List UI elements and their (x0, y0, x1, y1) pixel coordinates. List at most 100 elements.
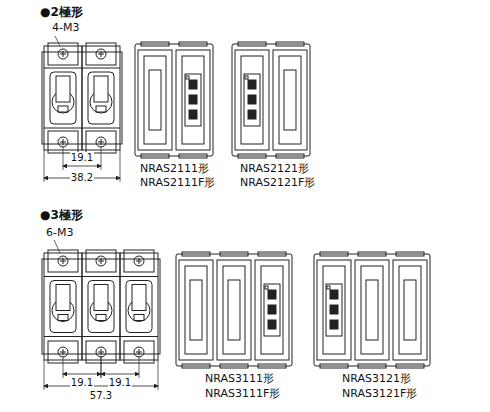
pole-face (355, 260, 389, 360)
drawing-stroke (44, 128, 82, 129)
extension-line (44, 360, 45, 390)
indicator (245, 76, 248, 79)
window-slot (149, 70, 161, 130)
pole-frame (241, 56, 263, 144)
terminal-screw (96, 256, 106, 266)
extension-line (101, 356, 102, 378)
pole-body (44, 46, 82, 150)
pole-body (82, 46, 120, 150)
extension-line (44, 150, 45, 182)
panel-outline (314, 254, 430, 366)
handle-base (126, 281, 152, 333)
extension-line (101, 356, 102, 378)
mount-tab (258, 252, 286, 256)
pole-frame (223, 266, 245, 354)
dimension-line (63, 374, 101, 375)
mount-tab (276, 154, 304, 158)
pole-face (217, 260, 251, 360)
leader-line (54, 240, 60, 253)
model-name: NRAS3121形 (342, 373, 411, 386)
pole-frame (323, 266, 345, 354)
terminal-lug (48, 250, 78, 272)
section-heading: ●2極形 (40, 6, 83, 20)
mount-tab (179, 42, 207, 46)
drawing-stroke (139, 258, 140, 264)
model-name: NRAS3111形 (205, 373, 274, 386)
button-box (185, 74, 201, 126)
mount-tab (238, 42, 266, 46)
pole-face (138, 50, 172, 150)
pole-body (44, 253, 82, 360)
dimension-text: 57.3 (89, 390, 113, 402)
drawing-stroke (82, 336, 120, 337)
push-button (248, 110, 256, 119)
mount-tab (182, 364, 210, 368)
drawing-stroke (120, 276, 158, 277)
button-box (264, 284, 280, 336)
handle-marking (134, 315, 144, 321)
terminal-screw (58, 347, 68, 357)
extension-line (120, 150, 121, 182)
mount-tab (276, 42, 304, 46)
terminal-lug (124, 250, 154, 272)
handle-marking (58, 106, 68, 112)
push-button (268, 320, 276, 329)
panel-outline (232, 44, 310, 156)
drawing-stroke (63, 349, 64, 355)
mount-tab (396, 252, 424, 256)
indicator (265, 286, 268, 289)
push-button (248, 80, 256, 89)
drawing-stroke (101, 51, 102, 57)
model-name: NRAS2111F形 (140, 177, 215, 190)
dimension-text: 19.1 (108, 377, 132, 389)
drawing-stroke (101, 139, 102, 145)
section-heading: ●3極形 (40, 209, 83, 223)
push-button (330, 305, 338, 314)
pole-frame (261, 266, 283, 354)
push-button (248, 95, 256, 104)
window-slot (404, 280, 416, 340)
drawing-stroke (44, 336, 82, 337)
terminal-screw (134, 256, 144, 266)
dimension-line (101, 374, 139, 375)
model-name: NRAS2121形 (240, 163, 309, 176)
handle-base (88, 72, 114, 124)
push-button (189, 110, 197, 119)
breaker-case (42, 259, 160, 354)
terminal-lug (48, 43, 78, 65)
drawing-stroke (44, 276, 82, 277)
leader-line (55, 36, 60, 46)
pole-frame (399, 266, 421, 354)
terminal-screw (96, 347, 106, 357)
toggle-handle (94, 76, 108, 102)
pole-frame (279, 56, 301, 144)
mount-tab (320, 252, 348, 256)
panel-outline (135, 44, 213, 156)
push-button (189, 95, 197, 104)
dimension-text: 38.2 (70, 172, 94, 184)
dimension-text: 19.1 (70, 377, 94, 389)
handle-marking (96, 106, 106, 112)
mount-tab (320, 364, 348, 368)
indicator (327, 286, 330, 289)
pole-face (273, 50, 307, 150)
pole-body (82, 253, 120, 360)
drawing-stroke (139, 349, 140, 355)
mount-tab (358, 252, 386, 256)
button-box (326, 284, 342, 336)
pole-face (317, 260, 351, 360)
terminal-screw (96, 49, 106, 59)
drawing-stroke (82, 276, 120, 277)
handle-base (50, 281, 76, 333)
dimension-text: 19.1 (70, 152, 94, 164)
pole-face (393, 260, 427, 360)
handle-base (88, 281, 114, 333)
handle-marking (58, 315, 68, 321)
toggle-handle (132, 285, 146, 311)
mount-tab (141, 154, 169, 158)
mount-tab (220, 364, 248, 368)
extension-line (63, 356, 64, 378)
drawing-stroke (82, 128, 120, 129)
terminal-screw (96, 137, 106, 147)
